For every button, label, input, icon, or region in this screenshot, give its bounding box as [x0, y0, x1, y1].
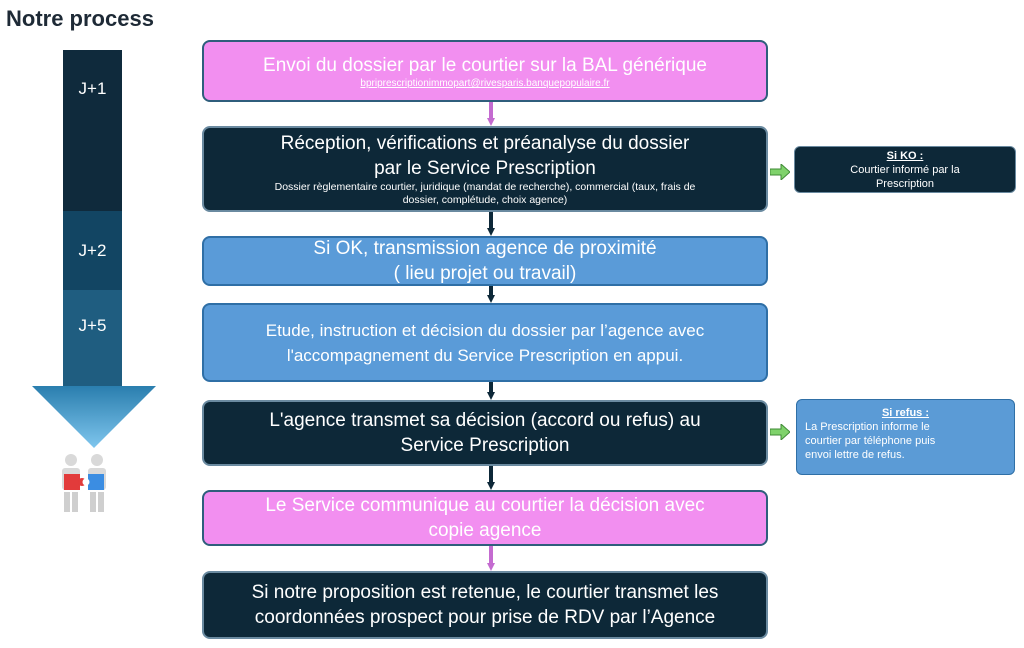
process-step-reception: Réception, vérifications et préanalyse d… — [202, 126, 768, 212]
step-detail: Dossier règlementaire courtier, juridiqu… — [274, 181, 696, 193]
step-line: copie agence — [428, 520, 542, 541]
step-line: Etude, instruction et décision du dossie… — [265, 320, 705, 340]
process-step-decision-agence: L'agence transmet sa décision (accord ou… — [202, 400, 768, 466]
step-line: coordonnées prospect pour prise de RDV p… — [254, 607, 716, 628]
side-note-line: courtier par téléphone puis — [805, 435, 936, 447]
side-note-line: Prescription — [875, 178, 935, 190]
step-line: Le Service communique au courtier la déc… — [265, 495, 705, 516]
side-note-line: envoi lettre de refus. — [805, 449, 905, 461]
green-arrow-icon — [770, 424, 790, 440]
green-arrow-icon — [770, 164, 790, 180]
process-step-send-dossier: Envoi du dossier par le courtier sur la … — [202, 40, 768, 102]
page-title: Notre process — [6, 6, 154, 31]
step-line: Service Prescription — [400, 435, 570, 456]
step-detail: dossier, complétude, choix agence) — [402, 194, 568, 206]
timeline-step-j5: J+5 — [63, 290, 122, 386]
step-line: Réception, vérifications et préanalyse d… — [280, 133, 690, 154]
step-text: Envoi du dossier par le courtier sur la … — [263, 55, 707, 76]
step-line: ( lieu projet ou travail) — [393, 263, 577, 284]
timeline-label: J+2 — [78, 240, 107, 260]
step-line: par le Service Prescription — [374, 158, 596, 179]
process-step-transmission-agence: Si OK, transmission agence de proximité … — [202, 236, 768, 286]
timeline-label: J+1 — [78, 78, 107, 98]
side-note-ko: Si KO : Courtier informé par la Prescrip… — [794, 146, 1016, 193]
side-note-refus: Si refus : La Prescription informe le co… — [796, 399, 1015, 475]
step-line: l'accompagnement du Service Prescription… — [286, 345, 684, 365]
email-link[interactable]: bpriprescriptionimmopart@rivesparis.banq… — [360, 78, 610, 89]
process-step-communication-courtier: Le Service communique au courtier la déc… — [202, 490, 768, 546]
timeline-label: J+5 — [78, 316, 107, 335]
process-step-etude-instruction: Etude, instruction et décision du dossie… — [202, 303, 768, 382]
connector-arrow-1 — [487, 102, 495, 126]
side-note-heading: Si KO : — [886, 150, 924, 162]
process-step-proposition-retenue: Si notre proposition est retenue, le cou… — [202, 571, 768, 639]
connector-arrow-6 — [487, 546, 495, 571]
timeline-step-j2: J+2 — [63, 211, 122, 290]
connector-arrow-3 — [487, 286, 495, 303]
timeline-arrowhead — [32, 386, 156, 448]
timeline-step-j1: J+1 — [63, 50, 122, 211]
step-line: L'agence transmet sa décision (accord ou… — [269, 410, 701, 431]
side-note-line: Courtier informé par la — [850, 164, 960, 176]
puzzle-people-icon — [62, 454, 106, 512]
connector-arrow-5 — [487, 466, 495, 490]
side-note-heading: Si refus : — [881, 407, 930, 419]
connector-arrow-2 — [487, 212, 495, 236]
side-note-line: La Prescription informe le — [805, 421, 930, 433]
step-line: Si notre proposition est retenue, le cou… — [251, 582, 719, 603]
step-line: Si OK, transmission agence de proximité — [313, 238, 657, 259]
connector-arrow-4 — [487, 382, 495, 400]
